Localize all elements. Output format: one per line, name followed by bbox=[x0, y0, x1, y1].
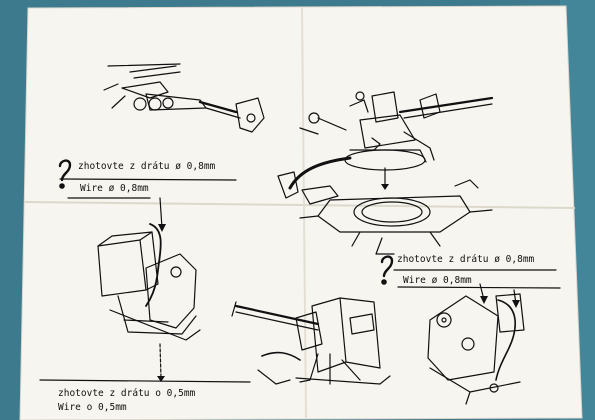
caption-wire-05-english: Wire o 0,5mm bbox=[58, 402, 127, 413]
leader-line-top bbox=[59, 178, 237, 181]
diagram-shield-wheel-detail bbox=[427, 283, 525, 405]
caption-wire-05-czech: zhotovte z drátu o 0,5mm bbox=[58, 388, 196, 399]
caption-wire-08-czech-right: zhotovte z drátu ø 0,8mm bbox=[397, 254, 535, 265]
diagram-shield-with-wire bbox=[97, 197, 201, 382]
leader-line-bottom bbox=[39, 379, 251, 383]
diagram-wire-arc bbox=[277, 156, 352, 205]
caption-wire-08-english-right: Wire ø 0,8mm bbox=[403, 275, 472, 286]
diagram-barrel-assembly bbox=[103, 63, 265, 133]
paper-fold-vertical bbox=[301, 7, 307, 419]
hook-symbol-icon bbox=[58, 159, 72, 189]
diagram-gun-with-shield bbox=[231, 297, 391, 385]
caption-wire-08-english: Wire ø 0,8mm bbox=[80, 183, 149, 194]
leader-line-right-2 bbox=[397, 286, 561, 289]
paper-fold-horizontal bbox=[23, 201, 576, 209]
paper-sheet bbox=[20, 6, 582, 420]
hook-symbol-icon bbox=[380, 255, 394, 285]
caption-wire-08-czech: zhotovte z drátu ø 0,8mm bbox=[78, 161, 216, 172]
diagram-ring-base bbox=[299, 179, 493, 255]
